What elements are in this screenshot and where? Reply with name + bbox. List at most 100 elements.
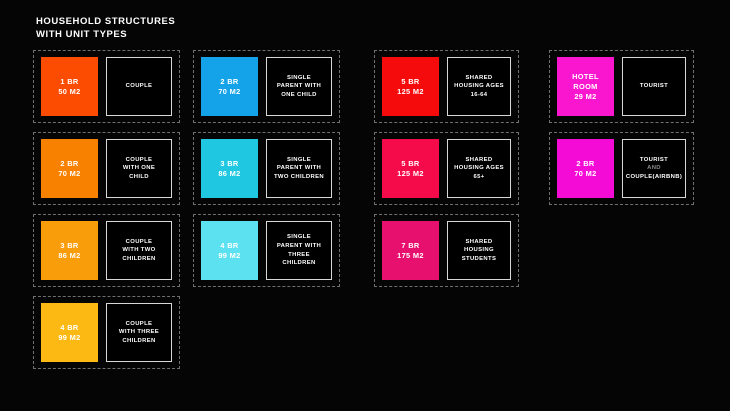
household-label-line: TOURIST [639,156,669,163]
unit-type-line: HOTEL [572,71,599,81]
household-label-line: SINGLE [286,234,312,241]
unit-type-line: 99 M2 [218,250,241,260]
household-label-box[interactable]: TOURIST [622,57,686,116]
unit-type-line: 86 M2 [218,168,241,178]
unit-type-line: 125 M2 [397,168,424,178]
household-label-line: COUPLE [125,156,153,163]
unit-type-line: 70 M2 [574,168,597,178]
household-label-line: HOUSING AGES [454,83,504,90]
household-label-line: WITH THREE [118,329,160,336]
unit-type-line: 4 BR [220,240,239,250]
unit-type-line: 3 BR [220,158,239,168]
household-label-line: SHARED [465,156,493,163]
household-label-line: CHILD [129,173,149,180]
household-label-line: WITH ONE [122,165,156,172]
unit-type-line: 1 BR [60,76,79,86]
unit-type-line: 175 M2 [397,250,424,260]
unit-type-line: 2 BR [60,158,79,168]
household-label-line: PARENT WITH [276,83,322,90]
unit-type-line: 125 M2 [397,86,424,96]
household-label-line: TOURIST [639,83,669,90]
household-label-line: PARENT WITH [276,242,322,249]
unit-type-line: 2 BR [220,76,239,86]
unit-type-line: 3 BR [60,240,79,250]
household-label-line: 65+ [473,173,485,180]
unit-type-line: 70 M2 [218,86,241,96]
page-title: HOUSEHOLD STRUCTURES WITH UNIT TYPES [36,16,176,40]
household-label-line: TWO CHILDREN [273,173,324,180]
household-label-line: SHARED [465,74,493,81]
unit-type-line: 86 M2 [58,250,81,260]
unit-type-line: 7 BR [401,240,420,250]
unit-type-line: 50 M2 [58,86,81,96]
household-label-line: CHILDREN [282,260,316,267]
household-label-line: SINGLE [286,74,312,81]
household-label-line: PARENT WITH [276,165,322,172]
household-label-line: HOUSING [464,247,494,254]
unit-type-line: 5 BR [401,76,420,86]
household-label-line: CHILDREN [122,337,156,344]
household-label-line: COUPLE [125,320,153,327]
unit-type-line: ROOM [573,81,598,91]
unit-type-line: 2 BR [576,158,595,168]
unit-type-line: 70 M2 [58,168,81,178]
unit-type-line: 4 BR [60,322,79,332]
household-label-box[interactable]: COUPLE [106,57,172,116]
household-label-line: COUPLE(Airbnb) [625,173,683,180]
household-label-line: CHILDREN [122,255,156,262]
household-label-line: 16-64 [470,91,488,98]
household-label-line: STUDENTS [461,255,497,262]
household-label-line: ONE CHILD [281,91,317,98]
unit-type-line: 29 M2 [574,91,597,101]
unit-type-line: 5 BR [401,158,420,168]
household-label-line: COUPLE [125,238,153,245]
household-label-line: COUPLE [125,83,153,90]
household-label-line: AND [647,165,661,172]
household-label-line: SINGLE [286,156,312,163]
household-label-line: WITH TWO [122,247,156,254]
household-label-line: HOUSING AGES [454,165,504,172]
household-label-line: SHARED [465,238,493,245]
household-label-line: THREE [288,251,310,258]
